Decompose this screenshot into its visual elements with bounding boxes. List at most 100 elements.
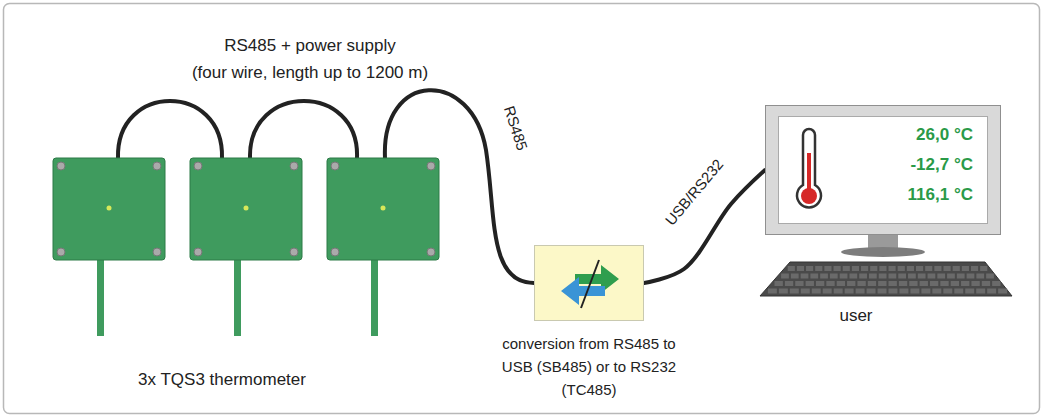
key [791, 274, 799, 279]
thermometer-housing [53, 158, 165, 260]
thermometer-housing [327, 158, 439, 260]
slash [581, 260, 599, 308]
key [815, 266, 822, 271]
mercury [807, 153, 811, 193]
thermometer [53, 158, 165, 336]
thermometer-housing [190, 158, 302, 260]
key [953, 266, 960, 271]
screw [427, 162, 435, 170]
monitor-base [841, 247, 925, 257]
key [859, 274, 867, 279]
key [898, 266, 905, 271]
keyboard [760, 262, 1012, 296]
thermometer [327, 158, 439, 336]
key [824, 266, 831, 271]
screw [153, 162, 161, 170]
key [899, 289, 908, 294]
key [868, 281, 876, 286]
user-label: user [806, 306, 906, 326]
cable-note: RS485 + power supply [224, 36, 396, 56]
key [889, 289, 898, 294]
probe-stem [97, 258, 104, 336]
converter-symbol [535, 246, 643, 320]
key [795, 281, 803, 286]
key [967, 274, 975, 279]
keys [768, 266, 1007, 294]
key [861, 266, 868, 271]
key [852, 266, 859, 271]
key [898, 274, 906, 279]
thermometer-icon [789, 123, 829, 223]
key [768, 289, 777, 294]
key [830, 274, 838, 279]
key [932, 289, 941, 294]
key [834, 266, 841, 271]
temperature-reading: -12,7 °C [910, 155, 973, 175]
key [801, 274, 809, 279]
key [951, 281, 959, 286]
cable [118, 90, 534, 283]
key [925, 266, 932, 271]
monitor-screen: 26,0 °C-12,7 °C116,1 °Cuser [765, 105, 1001, 235]
key [916, 266, 923, 271]
key [907, 266, 914, 271]
key [797, 266, 804, 271]
key [889, 281, 897, 286]
thermometer-outline [797, 129, 821, 207]
key [976, 274, 984, 279]
cable [250, 101, 357, 158]
screw [153, 248, 161, 256]
key [878, 281, 886, 286]
key [928, 274, 936, 279]
key [909, 281, 917, 286]
key [943, 289, 952, 294]
key [849, 274, 857, 279]
converter-box: conversion from RS485 to USB (SB485) or … [534, 245, 644, 321]
key [857, 281, 865, 286]
key [998, 289, 1007, 294]
key [867, 289, 876, 294]
key [840, 274, 848, 279]
key [847, 281, 855, 286]
key [810, 274, 818, 279]
key [856, 289, 865, 294]
key [889, 266, 896, 271]
cable [118, 101, 222, 158]
key [834, 289, 843, 294]
thermometer [190, 158, 302, 336]
bulb [801, 188, 817, 204]
key [943, 266, 950, 271]
key [845, 289, 854, 294]
key [826, 281, 834, 286]
key [992, 281, 1000, 286]
computer [760, 234, 1012, 296]
temperature-reading: 116,1 °C [908, 185, 973, 205]
key [788, 266, 795, 271]
key [812, 289, 821, 294]
key [957, 274, 965, 279]
key [816, 281, 824, 286]
key [879, 266, 886, 271]
key [806, 281, 814, 286]
frame [4, 4, 1040, 414]
key [976, 289, 985, 294]
device-label: 3x TQS3 thermometer [138, 370, 306, 390]
key [954, 289, 963, 294]
key [937, 274, 945, 279]
led [107, 206, 112, 211]
key [775, 281, 783, 286]
key [947, 274, 955, 279]
cable-note: (four wire, length up to 1200 m) [192, 63, 428, 83]
key [837, 281, 845, 286]
key [940, 281, 948, 286]
screw [427, 248, 435, 256]
screw [194, 162, 202, 170]
key [843, 266, 850, 271]
key [899, 281, 907, 286]
key [920, 281, 928, 286]
key [987, 289, 996, 294]
thermometer-group [53, 158, 439, 336]
led [244, 206, 249, 211]
led [381, 206, 386, 211]
key [790, 289, 799, 294]
